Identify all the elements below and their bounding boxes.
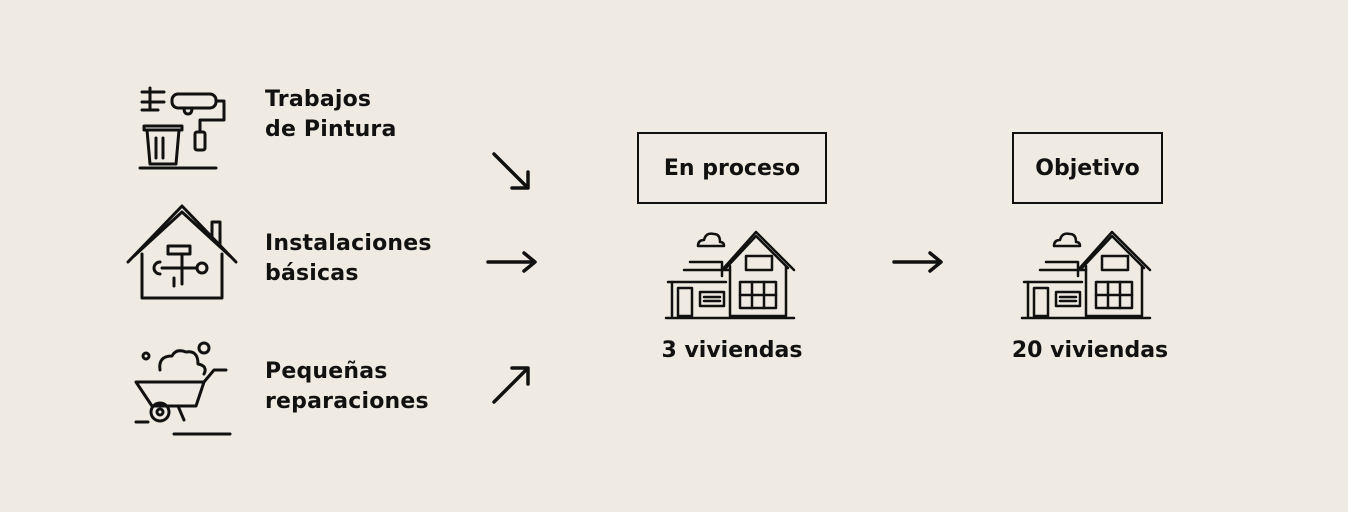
arrow-down-right bbox=[492, 152, 530, 190]
house-icon bbox=[664, 230, 796, 320]
goal-title: Objetivo bbox=[1035, 155, 1140, 181]
in-progress-title: En proceso bbox=[663, 155, 801, 181]
house-tools-icon bbox=[126, 204, 238, 300]
wheelbarrow-icon bbox=[134, 341, 232, 436]
task-label-painting: Trabajos de Pintura bbox=[265, 87, 397, 142]
in-progress-count: 3 viviendas bbox=[661, 338, 803, 363]
goal-box: Objetivo bbox=[1012, 132, 1163, 204]
arrow-right bbox=[892, 251, 943, 273]
goal-count: 20 viviendas bbox=[1011, 338, 1169, 363]
paint-supplies-icon bbox=[138, 86, 226, 170]
task-label-installations: Instalaciones básicas bbox=[265, 231, 432, 286]
task-label-repairs: Pequeñas reparaciones bbox=[265, 359, 429, 414]
in-progress-box: En proceso bbox=[637, 132, 827, 204]
arrow-right bbox=[486, 251, 537, 273]
arrow-up-right bbox=[492, 366, 530, 404]
house-icon bbox=[1020, 230, 1152, 320]
